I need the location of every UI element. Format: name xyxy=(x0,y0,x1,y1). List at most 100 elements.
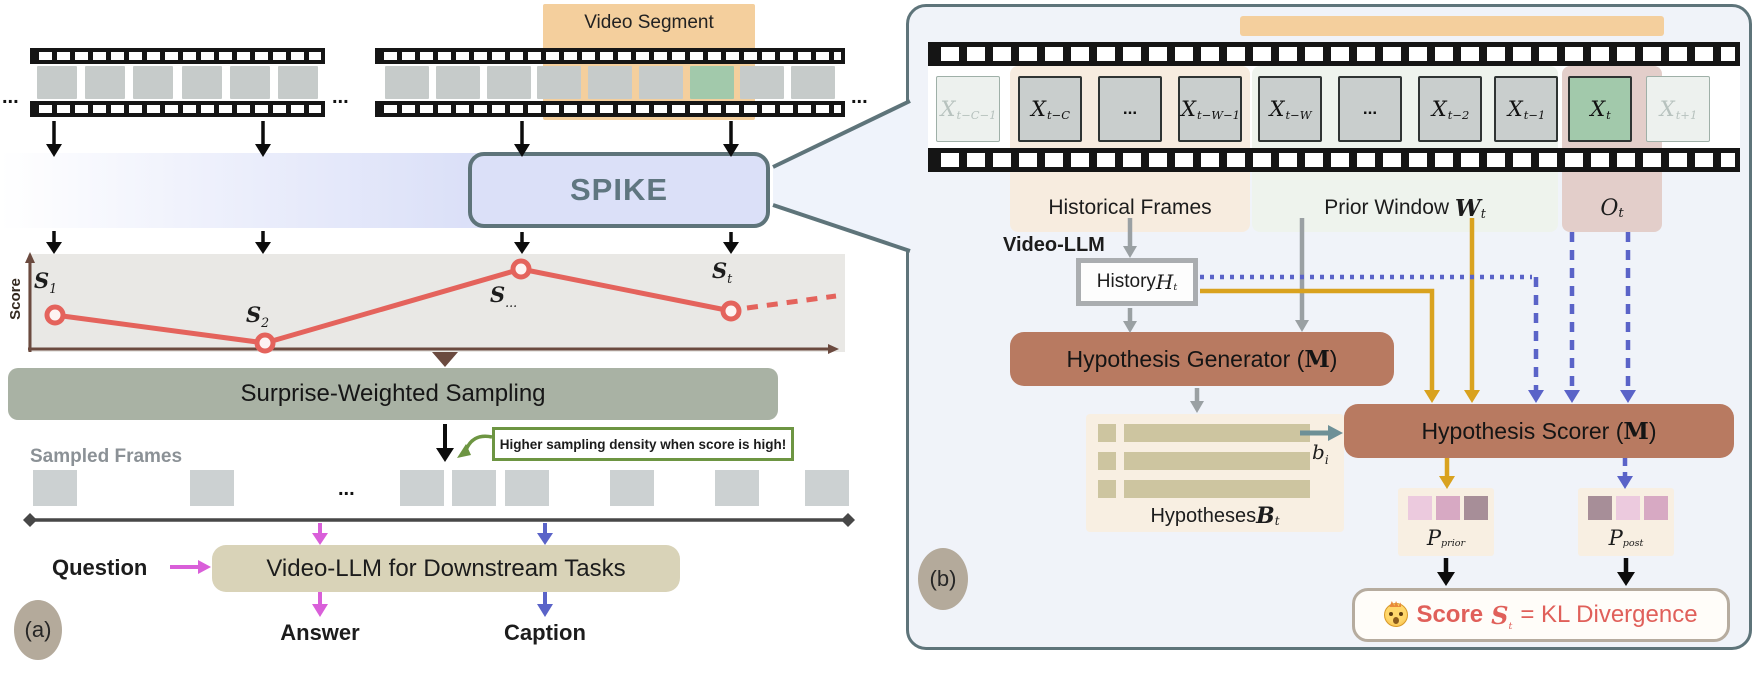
p-post-sub: post xyxy=(1622,537,1644,549)
bi-var: b xyxy=(1312,440,1325,464)
distribution-cell xyxy=(1436,496,1460,520)
score-var: S xyxy=(34,268,50,293)
sampled-frame xyxy=(33,470,77,506)
frame-sub: t−W−1 xyxy=(1196,108,1240,122)
frame-sub: t−C−1 xyxy=(956,108,997,122)
panel-a-badge-text: (a) xyxy=(24,617,52,642)
distribution-cell xyxy=(1616,496,1640,520)
sampled-frame xyxy=(610,470,654,506)
callout-arrow xyxy=(457,434,493,458)
frame-sub: t−W xyxy=(1285,108,1312,122)
film-frame xyxy=(588,66,632,99)
frame-ellipsis: ... xyxy=(1098,76,1162,142)
hypothesis-bar xyxy=(1124,424,1310,442)
film-frame xyxy=(277,66,318,99)
frame-var: ... xyxy=(1122,99,1138,118)
hypothesis-bi-label: bi xyxy=(1312,440,1329,467)
score-var: S xyxy=(490,282,506,307)
historical-frames-label: Historical Frames xyxy=(1010,192,1250,224)
scorer-label: Hypothesis Scorer ( xyxy=(1421,417,1624,444)
score-var: S xyxy=(712,258,728,283)
video-segment-label: Video Segment xyxy=(584,12,714,33)
distribution-cell xyxy=(1408,496,1432,520)
score-point-label: St xyxy=(712,258,732,286)
score-point-label: S2 xyxy=(246,302,270,330)
film-frame xyxy=(85,66,126,99)
scorer-label-close: ) xyxy=(1648,417,1657,444)
timeline xyxy=(23,513,855,527)
hypotheses-var: B xyxy=(1256,503,1275,529)
sampling-output-arrow xyxy=(436,424,454,462)
film-sprocket-row xyxy=(375,48,845,64)
ellipsis-left: ... xyxy=(2,86,19,108)
bi-sub: i xyxy=(1324,453,1329,467)
frame-var: X xyxy=(1590,97,1606,121)
sampled-frame xyxy=(715,470,759,506)
panel-b-badge-text: (b) xyxy=(929,566,957,591)
score-var: S xyxy=(246,302,262,327)
sampled-frames-label: Sampled Frames xyxy=(30,446,183,467)
film-strip-right xyxy=(375,48,845,117)
scorer-model-var: M xyxy=(1623,417,1649,445)
score-eq-sub: t xyxy=(1508,620,1513,632)
frame-sub: t−C xyxy=(1046,108,1070,122)
hypothesis-bar xyxy=(1124,480,1310,498)
film-frame xyxy=(740,66,785,99)
frame-var: X xyxy=(940,97,956,121)
spike-label: SPIKE xyxy=(569,172,669,207)
historical-frames-text: Historical Frames xyxy=(1048,196,1212,219)
spike-to-plot-arrows xyxy=(46,231,739,254)
score-eq-text: = KL Divergence xyxy=(1520,601,1698,628)
frame-var: X xyxy=(1030,97,1046,121)
score-sub: 1 xyxy=(49,281,58,296)
kl-score-box: Score St = KL Divergence xyxy=(1352,588,1730,642)
score-sub: 2 xyxy=(261,315,270,330)
film-strip-left xyxy=(30,48,325,117)
film-frames-row xyxy=(30,64,325,101)
generator-label-close: ) xyxy=(1329,345,1338,372)
hypotheses-text: Hypotheses xyxy=(1150,504,1257,527)
film-frame xyxy=(385,66,429,99)
film-sprocket-row xyxy=(375,101,845,117)
film-frame xyxy=(229,66,270,99)
film-sprocket-row xyxy=(30,48,325,64)
spike-zoom-funnel xyxy=(772,99,911,253)
film-frame xyxy=(486,66,531,99)
frame-var: X xyxy=(1181,97,1196,121)
film-frames-row xyxy=(375,64,845,101)
hypothesis-bullet xyxy=(1098,424,1116,442)
frame-sub: t xyxy=(1606,108,1611,122)
film-sprocket-row xyxy=(30,101,325,117)
history-label: History xyxy=(1096,271,1156,292)
p-post-var: P xyxy=(1608,526,1623,550)
video-llm-downstream-box: Video-LLM for Downstream Tasks xyxy=(212,545,680,592)
frame-sub: t+1 xyxy=(1675,108,1698,122)
sampling-bar: Surprise-Weighted Sampling xyxy=(8,368,778,420)
frame-var: ... xyxy=(1362,99,1378,118)
callout-box: Higher sampling density when score is hi… xyxy=(492,427,794,461)
frame-var: X xyxy=(1507,97,1523,121)
caption-label: Caption xyxy=(504,620,586,645)
distribution-cell xyxy=(1644,496,1668,520)
observation-var: O xyxy=(1600,195,1619,221)
history-sub: t xyxy=(1173,281,1178,293)
history-var: H xyxy=(1155,270,1174,294)
frame-sub: t−2 xyxy=(1447,108,1470,122)
film-sprocket-row xyxy=(928,42,1740,66)
distribution-cell xyxy=(1464,496,1488,520)
spike-gradient-band xyxy=(0,153,490,228)
prior-window-sub: t xyxy=(1480,205,1486,221)
score-axis-label: Score xyxy=(7,278,24,320)
frame-sub: t−1 xyxy=(1523,108,1546,122)
